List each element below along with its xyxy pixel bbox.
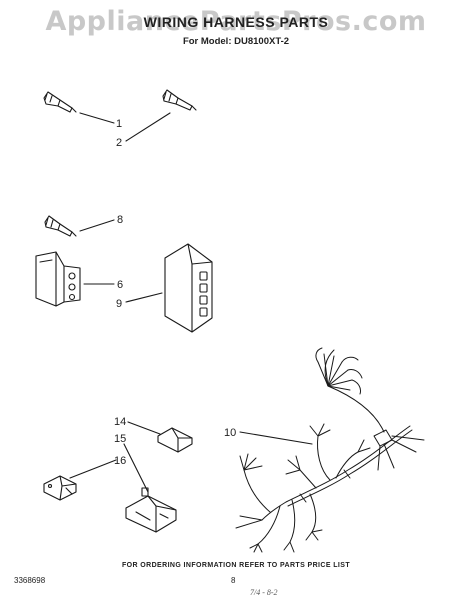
part-6-connector xyxy=(35,251,81,307)
watermark: AppliancePartsPros.com xyxy=(45,6,427,37)
leader-line-16 xyxy=(69,459,117,479)
handwritten-date-mark: 7/4 - 8-2 xyxy=(250,588,278,597)
leader-line-2 xyxy=(125,112,171,142)
document-number: 3368698 xyxy=(14,576,46,585)
leader-line-14 xyxy=(127,421,161,435)
leader-line-10 xyxy=(239,431,313,445)
model-subtitle: For Model: DU8100XT-2 xyxy=(182,36,290,47)
page-number: 8 xyxy=(231,576,236,585)
part-9-connector xyxy=(164,243,213,333)
callout-16: 16 xyxy=(114,455,126,467)
part-1-terminal xyxy=(43,91,77,113)
part-2-terminal xyxy=(162,89,197,111)
part-15-clip xyxy=(125,487,177,533)
page-title: WIRING HARNESS PARTS xyxy=(143,14,329,30)
leader-line-1 xyxy=(79,112,115,124)
ordering-note: FOR ORDERING INFORMATION REFER TO PARTS … xyxy=(121,562,351,569)
callout-8: 8 xyxy=(117,214,123,226)
part-8-terminal xyxy=(44,215,77,237)
part-10-wiring-harness xyxy=(235,347,425,553)
callout-2: 2 xyxy=(116,137,122,149)
callout-14: 14 xyxy=(114,416,126,428)
leader-line-8 xyxy=(79,219,115,232)
leader-line-15 xyxy=(123,443,149,493)
callout-6: 6 xyxy=(117,279,123,291)
part-16-connector xyxy=(43,475,77,501)
part-14-housing xyxy=(157,427,193,453)
leader-line-9 xyxy=(125,292,163,303)
callout-10: 10 xyxy=(224,427,236,439)
callout-9: 9 xyxy=(116,298,122,310)
callout-1: 1 xyxy=(116,118,122,130)
callout-15: 15 xyxy=(114,433,126,445)
